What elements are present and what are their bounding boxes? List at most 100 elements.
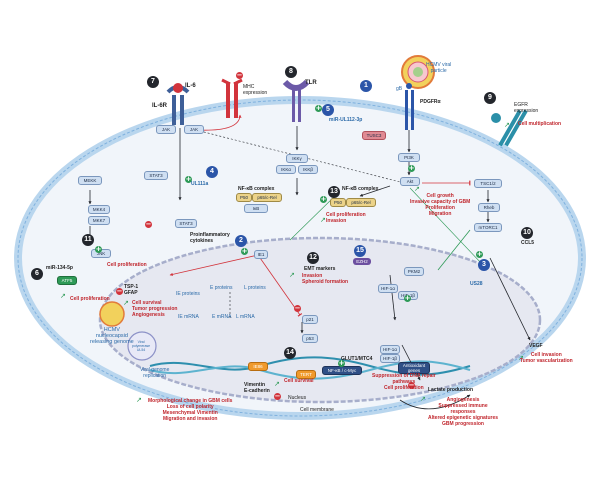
upregulation-icon: ↗ — [289, 271, 295, 279]
nfkb-myc-gene: NF-κB / c-Myc — [322, 366, 362, 375]
upregulation-icon: ↗ — [136, 396, 142, 404]
ezh2-box: EZH2 — [353, 258, 371, 265]
egfr-effect: Cell multiplication — [518, 121, 562, 127]
proinflammatory-label: Proinflammatory cytokines — [190, 232, 230, 244]
pdgfra-label: PDGFRα — [420, 99, 441, 105]
emt-label: EMT markers — [304, 266, 336, 272]
hcmv-particle — [401, 55, 435, 89]
tlr-label: TLR — [305, 80, 317, 86]
nfkb-effect: Cell proliferation Invasion — [326, 212, 366, 224]
stat3-box: STAT3 — [175, 219, 197, 228]
ikb-box: IκB — [244, 204, 268, 213]
p65-box: p65/c-Rel — [346, 198, 376, 207]
jnk-effect: Cell proliferation — [107, 262, 147, 268]
nfkb-complex-label: NF-κB complex — [342, 186, 379, 192]
e-mrna-label: E mRNA — [212, 314, 232, 320]
nucleus-label: Nucleus — [288, 395, 307, 401]
mkk4-box: MKK4 — [88, 205, 110, 214]
nfkb-complex-label: NF-κB complex — [238, 186, 275, 192]
inhibition-icon: − — [274, 392, 281, 400]
activation-icon: + — [338, 359, 345, 367]
ul111a-label: UL111a — [191, 181, 209, 187]
badge-5: 5 — [322, 104, 334, 116]
activation-icon: + — [408, 164, 415, 172]
us28-label: US28 — [470, 281, 483, 287]
badge-6: 6 — [31, 268, 43, 280]
upregulation-icon: ↗ — [60, 292, 66, 300]
antioxidant-gene: Antioxidant genes — [398, 362, 430, 374]
badge-15: 15 — [354, 245, 366, 257]
mir-ul112-label: miR-UL112-3p — [329, 117, 363, 123]
emt-effect: Invasion Spheroid formation — [302, 273, 349, 285]
p65-box: p65/c-Rel — [252, 193, 282, 202]
mhc-label: MHC expression — [243, 84, 268, 96]
mtorc1-box: mTORC1 — [474, 223, 502, 232]
atf5-effect: Cell proliferation — [70, 296, 110, 302]
e-proteins-label: E proteins — [210, 285, 233, 291]
badge-3: 3 — [478, 259, 490, 271]
cell-membrane-label: Cell membrane — [300, 407, 334, 413]
activation-icon: + — [241, 247, 248, 255]
vegf-label: VEGF — [529, 343, 543, 349]
activation-icon: + — [95, 245, 102, 253]
upregulation-icon: ↗ — [518, 354, 524, 362]
tsp1-effect: Cell survival Tumor progression Angiogen… — [132, 300, 178, 318]
hif1a-box: HIF-1α — [380, 345, 400, 354]
activation-icon: + — [185, 175, 192, 183]
badge-2: 2 — [235, 235, 247, 247]
vegf-effect: Cell invasion Tumor vascularization — [520, 352, 573, 364]
inhibition-icon: − — [236, 71, 243, 79]
inhibition-icon: − — [294, 304, 301, 312]
upregulation-icon: ↗ — [504, 121, 510, 129]
tsp1-label: TSP-1 GFAP — [124, 284, 139, 296]
tert-gene: TERT — [296, 370, 316, 379]
ikk-gamma-box: IKKγ — [286, 154, 308, 163]
activation-icon: + — [476, 250, 483, 258]
viral-replication-label: Viral genome replication — [140, 367, 170, 379]
mkk7-box: MKK7 — [88, 216, 110, 225]
badge-14: 14 — [284, 347, 296, 359]
tsc12-box: TSC1/2 — [474, 179, 502, 188]
hif1a-box: HIF-1α — [378, 284, 398, 293]
pi3k-box: PI3K — [398, 153, 420, 162]
badge-4: 4 — [206, 166, 218, 178]
ie1-box: IE1 — [254, 250, 268, 259]
upregulation-icon: ↗ — [274, 380, 280, 388]
lactate-label: Lactate production — [428, 387, 474, 393]
p53-box: p53 — [302, 334, 318, 343]
tusc3-box: TUSC3 — [362, 131, 386, 140]
activation-icon: + — [404, 294, 411, 302]
lactate-effect: Angiogenesis Suppressed immune responses… — [428, 397, 499, 427]
activation-icon: + — [320, 195, 327, 203]
akt-effect: Cell growth Invasive capacity of GBM Pro… — [410, 193, 471, 217]
mekk-box: MEKK — [78, 176, 102, 185]
ikk-alpha-box: IKKα — [276, 165, 296, 174]
upregulation-icon: ↗ — [414, 185, 420, 193]
ikk-beta-box: IKKβ — [298, 165, 318, 174]
egfr-receptor — [491, 109, 528, 147]
jak-box: JAK — [184, 125, 204, 134]
p21-box: p21 — [302, 315, 318, 324]
upregulation-icon: ↗ — [420, 395, 426, 403]
pkm2-box: PKM2 — [404, 267, 424, 276]
p50-box: P50 — [330, 198, 346, 207]
l-mrna-label: L mRNA — [236, 314, 255, 320]
inhibition-icon: − — [145, 220, 152, 228]
jak-box: JAK — [156, 125, 176, 134]
l-proteins-label: L proteins — [244, 285, 266, 291]
vimentin-label: Vimentin E-cadherin — [244, 382, 270, 394]
il6-label: IL-6 — [185, 83, 196, 89]
glut1-label: GLUT1/MTC4 — [341, 356, 373, 362]
egfr-label: EGFR expression — [514, 102, 539, 114]
badge-11: 11 — [82, 234, 94, 246]
atf5-box: ATF5 — [57, 276, 77, 285]
mir134-label: miR-134-5p — [46, 265, 73, 271]
badge-8: 8 — [285, 66, 297, 78]
tert-effect: Cell survival — [284, 378, 314, 384]
stat3-box: STAT3 — [144, 171, 168, 180]
gb-label: gB — [396, 86, 403, 92]
inhibition-icon: − — [408, 381, 415, 389]
badge-9: 9 — [484, 92, 496, 104]
mhc-molecule — [221, 78, 243, 118]
